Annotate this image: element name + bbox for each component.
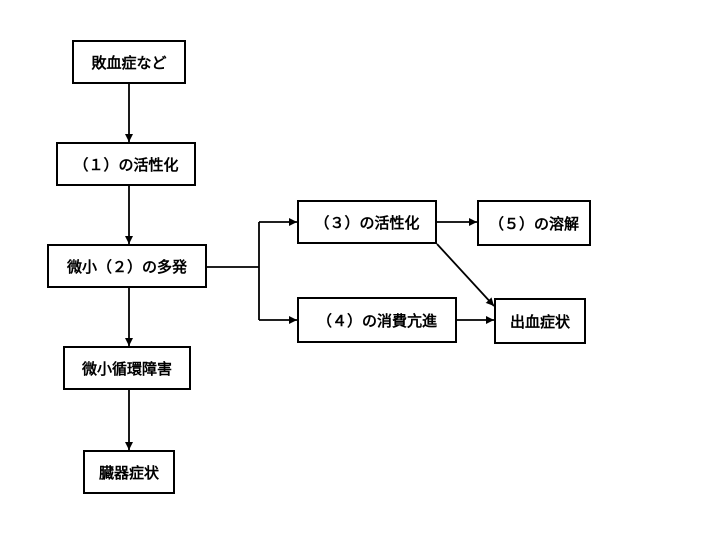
node-consumption-4-label: （４）の消費亢進 <box>316 311 437 330</box>
node-microcirculation-label: 微小循環障害 <box>81 359 172 378</box>
node-consumption-4: （４）の消費亢進 <box>297 297 457 343</box>
node-sepsis-label: 敗血症など <box>91 53 167 72</box>
node-dissolution-5-label: （５）の溶解 <box>488 214 579 233</box>
node-dissolution-5: （５）の溶解 <box>477 200 591 246</box>
node-activation-3-label: （３）の活性化 <box>314 213 420 232</box>
node-activation-3: （３）の活性化 <box>297 200 437 244</box>
node-organ-symptoms: 臓器症状 <box>83 450 175 494</box>
node-bleeding-symptoms: 出血症状 <box>494 298 586 344</box>
node-activation-1: （１）の活性化 <box>56 142 196 186</box>
arrow-activation-3-to-bleeding-symptoms <box>436 243 495 307</box>
node-bleeding-symptoms-label: 出血症状 <box>509 312 570 331</box>
node-activation-1-label: （１）の活性化 <box>73 155 179 174</box>
node-organ-symptoms-label: 臓器症状 <box>98 463 159 482</box>
node-sepsis: 敗血症など <box>72 40 186 84</box>
node-micro-2: 微小（２）の多発 <box>47 244 207 288</box>
node-microcirculation: 微小循環障害 <box>63 346 191 390</box>
node-micro-2-label: 微小（２）の多発 <box>66 257 187 276</box>
